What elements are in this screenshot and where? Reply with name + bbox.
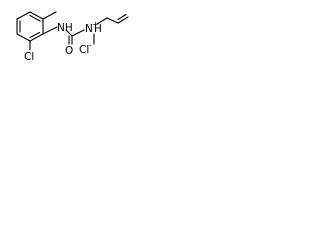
- allyl-bond-2: [106, 17, 119, 24]
- ammonium-nitrogen-label: N: [85, 23, 93, 35]
- ring-bond-6: [16, 11, 31, 20]
- ring-bond-3: [29, 33, 44, 42]
- methyl-bond: [42, 11, 57, 20]
- chemical-structure-canvas: NH O Cl N + H Cl -: [0, 0, 132, 78]
- ring-chlorine-label: Cl: [24, 51, 34, 63]
- chloride-ion-label: Cl: [79, 44, 89, 56]
- ammonium-charge-label: +: [92, 20, 99, 29]
- nh-label: NH: [57, 22, 73, 34]
- carbonyl-oxygen-label: O: [65, 45, 73, 57]
- molecule-drawing: NH O Cl N + H Cl -: [16, 11, 129, 63]
- allyl-bond-1: [96, 17, 108, 25]
- chloride-charge-label: -: [89, 41, 92, 50]
- nh-to-carbonyl-bond: [65, 29, 73, 37]
- ring-bond-4: [16, 33, 31, 42]
- benzene-ring: [16, 11, 44, 42]
- allyl-double-bond-b: [117, 13, 127, 21]
- ammonium-hydrogen-label: H: [94, 23, 102, 35]
- ring-double-bond-2: [29, 31, 41, 39]
- allyl-double-bond-a: [117, 16, 129, 24]
- ring-double-bond-1: [29, 14, 41, 22]
- carbonyl-to-nplus-bond: [71, 29, 85, 37]
- ring-bond-1: [29, 11, 44, 20]
- ring-to-nh-bond: [42, 26, 58, 35]
